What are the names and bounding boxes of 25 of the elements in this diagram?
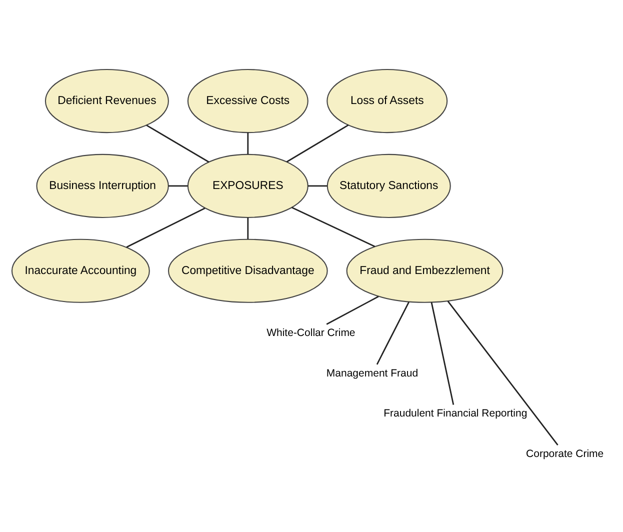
node-ellipse: Excessive Costs [187,68,308,133]
connector [308,184,328,186]
node-text: Management Fraud [326,366,418,379]
connector [376,301,410,364]
connector [126,207,206,248]
node-text: Corporate Crime [526,448,604,460]
connector [447,300,558,445]
connector [430,302,454,404]
node-ellipse: Business Interruption [36,153,169,218]
connector [292,206,376,247]
node-ellipse: Statutory Sanctions [326,153,451,218]
connector [168,184,188,186]
connector [247,132,249,154]
node-text: Fraudulent Financial Reporting [384,407,528,420]
connector [146,124,210,162]
node-ellipse: Competitive Disadvantage [168,238,328,302]
node-text: White-Collar Crime [266,326,356,339]
node-ellipse: Inaccurate Accounting [11,238,150,302]
node-ellipse: EXPOSURES [187,153,308,218]
node-ellipse: Deficient Revenues [44,68,169,133]
node-ellipse: Loss of Assets [326,68,448,133]
connector [286,124,349,162]
node-ellipse: Fraud and Embezzlement [346,238,504,302]
connector [247,217,249,239]
connector [326,295,379,324]
